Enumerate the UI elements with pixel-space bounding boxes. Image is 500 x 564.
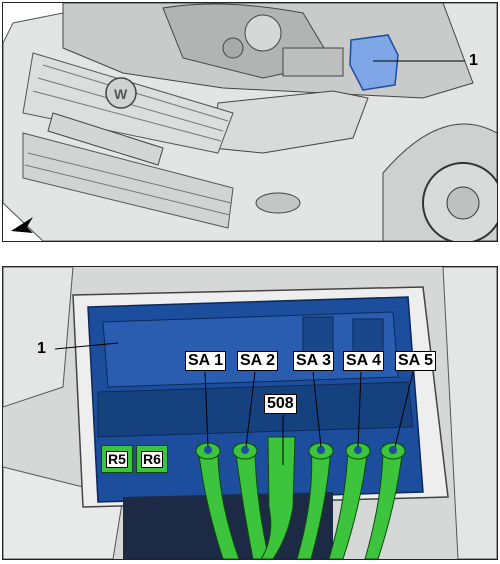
connector-label-508: 508 — [264, 394, 297, 414]
fuse-box-drawing — [3, 267, 497, 559]
arrow-pointer-icon — [11, 217, 33, 233]
relay-r6: R6 — [136, 445, 168, 473]
callout-1-top: 1 — [469, 52, 478, 69]
fuse-box-location — [349, 34, 399, 91]
fuse-label-sa5: SA 5 — [395, 351, 436, 371]
fuse-label-sa2: SA 2 — [237, 351, 278, 371]
fuse-label-sa3: SA 3 — [293, 351, 334, 371]
car-front-view: W 1 — [2, 2, 498, 242]
svg-text:W: W — [114, 86, 128, 102]
fuse-box-detail-view: 1 SA 1 SA 2 SA 3 SA 4 SA 5 508 R5 R6 — [2, 266, 498, 560]
car-front-drawing: W — [3, 3, 497, 241]
fuse-label-sa4: SA 4 — [343, 351, 384, 371]
relay-r5: R5 — [101, 445, 133, 473]
fuse-label-sa1: SA 1 — [185, 351, 226, 371]
relay-label-r6: R6 — [141, 450, 163, 468]
relay-label-r5: R5 — [106, 450, 128, 468]
callout-1-fuse-box: 1 — [37, 340, 46, 357]
